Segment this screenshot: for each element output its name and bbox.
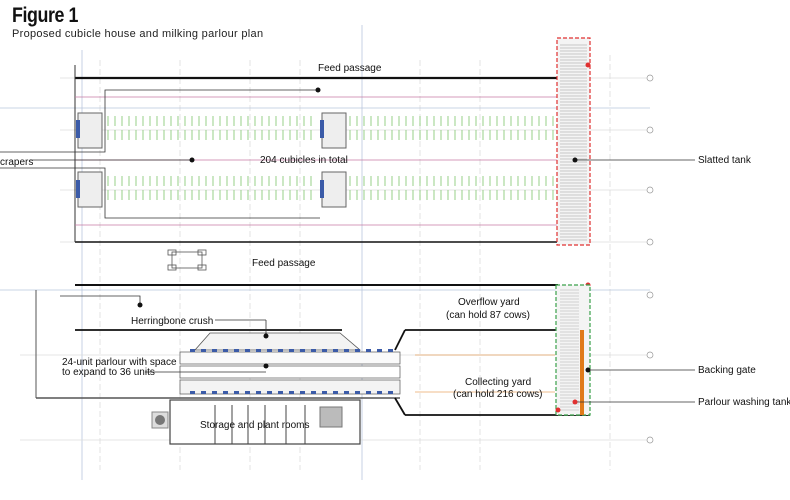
milking-unit — [223, 391, 228, 394]
milking-unit — [377, 349, 382, 352]
label-collecting-yard-capacity: (can hold 216 cows) — [453, 389, 543, 400]
milking-unit — [311, 391, 316, 394]
label-slatted-tank: Slatted tank — [698, 155, 752, 166]
label-feed-passage-top: Feed passage — [318, 63, 382, 74]
backing-area — [555, 284, 695, 416]
milking-unit — [333, 349, 338, 352]
milking-unit — [344, 349, 349, 352]
milking-unit — [322, 391, 327, 394]
label-feed-passage-bottom: Feed passage — [252, 258, 316, 269]
figure-title: Figure 1 — [12, 4, 79, 27]
milking-unit — [289, 391, 294, 394]
milking-unit — [278, 391, 283, 394]
milking-unit — [245, 391, 250, 394]
label-overflow-yard: Overflow yard — [458, 297, 520, 308]
milking-unit — [256, 391, 261, 394]
milking-unit — [190, 391, 195, 394]
milking-unit — [300, 391, 305, 394]
milking-unit — [201, 349, 206, 352]
label-overflow-yard-capacity: (can hold 87 cows) — [446, 310, 530, 321]
tractor-icon — [167, 249, 207, 271]
milking-unit — [278, 349, 283, 352]
milking-unit — [300, 349, 305, 352]
milking-unit — [234, 349, 239, 352]
label-backing-gate: Backing gate — [698, 365, 756, 376]
milking-unit — [322, 349, 327, 352]
figure-subtitle: Proposed cubicle house and milking parlo… — [12, 28, 264, 40]
milking-unit — [234, 391, 239, 394]
milking-unit — [355, 391, 360, 394]
label-collecting-yard: Collecting yard — [465, 377, 531, 388]
label-herringbone-crush: Herringbone crush — [131, 316, 213, 327]
label-parlour: 24-unit parlour with space — [62, 357, 177, 368]
milking-unit — [366, 391, 371, 394]
label-storage-plant-rooms: Storage and plant rooms — [200, 420, 310, 431]
label-scrapers: crapers — [0, 157, 33, 168]
milking-unit — [190, 349, 195, 352]
grid-markers — [646, 74, 654, 444]
milking-unit — [366, 349, 371, 352]
milking-unit — [212, 391, 217, 394]
slatted-tank — [556, 37, 695, 288]
milking-unit — [355, 349, 360, 352]
cubicle-house — [0, 65, 558, 243]
milking-unit — [344, 391, 349, 394]
milking-unit — [388, 349, 393, 352]
label-parlour-expand: to expand to 36 units — [62, 367, 155, 378]
milking-unit — [267, 349, 272, 352]
milking-unit — [223, 349, 228, 352]
milking-unit — [212, 349, 217, 352]
milking-unit — [289, 349, 294, 352]
milking-unit — [388, 391, 393, 394]
milking-unit — [201, 391, 206, 394]
milking-unit — [311, 349, 316, 352]
milking-unit — [267, 391, 272, 394]
milking-unit — [333, 391, 338, 394]
milking-unit — [256, 349, 261, 352]
parlour-area — [35, 284, 590, 445]
label-parlour-washing-tanks: Parlour washing tanks — [698, 397, 790, 408]
milking-unit — [245, 349, 250, 352]
milking-unit — [377, 391, 382, 394]
label-cubicles-total: 204 cubicles in total — [260, 155, 348, 166]
